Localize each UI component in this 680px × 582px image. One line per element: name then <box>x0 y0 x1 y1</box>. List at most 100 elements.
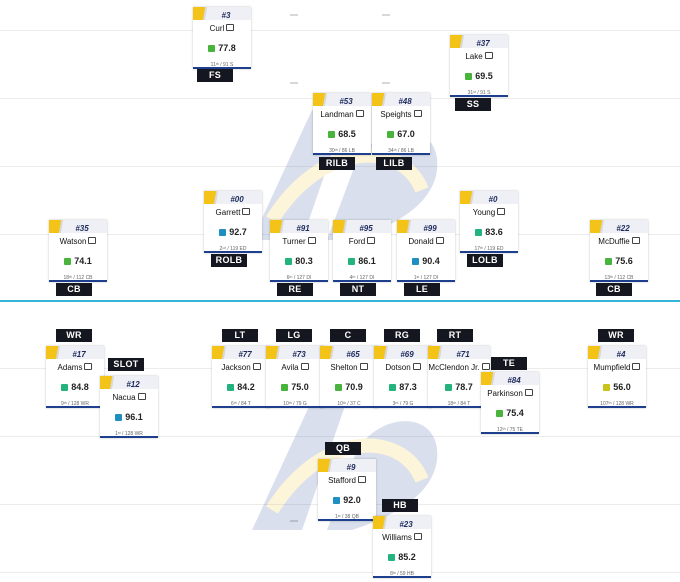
player-grade: 84.8 <box>71 382 89 392</box>
player-grade: 75.0 <box>291 382 309 392</box>
player-card[interactable]: #23 Williams 85.2 8ᵗʰ / 59 HB <box>373 516 431 578</box>
position-label-cb: CB <box>596 283 632 296</box>
note-icon[interactable] <box>435 237 444 244</box>
position-rank: 12ᵗʰ / 75 TE <box>497 427 523 433</box>
player-grade: 70.9 <box>345 382 363 392</box>
note-icon[interactable] <box>413 110 422 117</box>
player-grade: 77.8 <box>218 43 236 53</box>
player-card[interactable]: #69 Dotson 87.3 3ʳᵈ / 79 G <box>374 346 432 408</box>
position-label-c: C <box>330 329 366 342</box>
jersey-number: #69 <box>400 350 414 359</box>
player-name[interactable]: Young <box>472 208 496 217</box>
player-name[interactable]: Avila <box>281 363 299 372</box>
player-name[interactable]: Lake <box>465 52 483 61</box>
note-icon[interactable] <box>412 363 421 370</box>
player-card[interactable]: #35 Watson 74.1 18ᵗʰ / 112 CB <box>49 220 107 282</box>
note-icon[interactable] <box>226 24 235 31</box>
player-grade: 96.1 <box>125 412 143 422</box>
player-grade: 83.6 <box>485 227 503 237</box>
note-icon[interactable] <box>242 208 251 215</box>
note-icon[interactable] <box>359 363 368 370</box>
grade-swatch <box>603 384 611 391</box>
note-icon[interactable] <box>252 363 261 370</box>
note-icon[interactable] <box>497 208 506 215</box>
position-rank: 17ᵗʰ / 119 ED <box>474 246 504 252</box>
player-card[interactable]: #99 Donald 90.4 1ˢᵗ / 127 DI <box>397 220 455 282</box>
player-name[interactable]: Turner <box>282 237 306 246</box>
note-icon[interactable] <box>524 389 533 396</box>
player-name[interactable]: Mumpfield <box>593 363 631 372</box>
hash-mark <box>290 520 298 522</box>
grade-swatch <box>335 384 343 391</box>
player-card[interactable]: #84 Parkinson 75.4 12ᵗʰ / 75 TE <box>481 372 539 434</box>
card-header: #22 <box>590 220 648 233</box>
player-card[interactable]: #00 Garrett 92.7 2ⁿᵈ / 119 ED <box>204 191 262 253</box>
note-icon[interactable] <box>88 237 97 244</box>
player-card[interactable]: #65 Shelton 70.9 10ᵗʰ / 37 C <box>320 346 378 408</box>
player-card[interactable]: #95 Ford 86.1 4ᵗʰ / 127 DI <box>333 220 391 282</box>
note-icon[interactable] <box>357 476 366 483</box>
player-card[interactable]: #37 Lake 69.5 31ˢᵗ / 91 S <box>450 35 508 97</box>
position-label-hb: HB <box>382 499 418 512</box>
player-name[interactable]: Curl <box>209 24 225 33</box>
player-card[interactable]: #22 McDuffie 75.6 13ᵗʰ / 112 CB <box>590 220 648 282</box>
player-card[interactable]: #9 Stafford 92.0 1ˢᵗ / 38 QB <box>318 459 376 521</box>
player-name[interactable]: Dotson <box>385 363 411 372</box>
player-name[interactable]: Donald <box>408 237 434 246</box>
player-card[interactable]: #17 Adams 84.8 9ᵗʰ / 128 WR <box>46 346 104 408</box>
player-card[interactable]: #3 Curl 77.8 11ᵗʰ / 91 S <box>193 7 251 69</box>
position-label-nt: NT <box>340 283 376 296</box>
position-rank: 1ˢᵗ / 38 QB <box>335 514 359 520</box>
hash-mark <box>382 82 390 84</box>
jersey-number: #73 <box>292 350 306 359</box>
player-name[interactable]: Speights <box>380 110 412 119</box>
position-label-qb: QB <box>325 442 361 455</box>
player-name[interactable]: Landman <box>320 110 354 119</box>
note-icon[interactable] <box>84 363 93 370</box>
jersey-number: #99 <box>423 224 437 233</box>
player-name[interactable]: Watson <box>59 237 87 246</box>
player-card[interactable]: #48 Speights 67.0 34ᵗʰ / 86 LB <box>372 93 430 155</box>
player-card[interactable]: #53 Landman 68.5 30ᵗʰ / 86 LB <box>313 93 371 155</box>
position-rank: 18ᵗʰ / 84 T <box>447 401 471 407</box>
position-label-le: LE <box>404 283 440 296</box>
position-label-rolb: ROLB <box>211 254 247 267</box>
player-name[interactable]: Jackson <box>221 363 251 372</box>
player-name[interactable]: Adams <box>57 363 83 372</box>
note-icon[interactable] <box>355 110 364 117</box>
player-card[interactable]: #91 Turner 80.3 6ᵗʰ / 127 DI <box>270 220 328 282</box>
player-card[interactable]: #12 Nacua 96.1 1ˢᵗ / 128 WR <box>100 376 158 438</box>
player-card[interactable]: #77 Jackson 84.2 6ᵗʰ / 84 T <box>212 346 270 408</box>
player-name[interactable]: Parkinson <box>487 389 523 398</box>
note-icon[interactable] <box>367 237 376 244</box>
card-header: #71 <box>428 346 490 359</box>
player-name[interactable]: McDuffie <box>598 237 630 246</box>
card-header: #0 <box>460 191 518 204</box>
player-name[interactable]: Shelton <box>330 363 358 372</box>
player-grade: 75.6 <box>615 256 633 266</box>
note-icon[interactable] <box>300 363 309 370</box>
card-header: #84 <box>481 372 539 385</box>
player-card[interactable]: #0 Young 83.6 17ᵗʰ / 119 ED <box>460 191 518 253</box>
player-name[interactable]: Nacua <box>112 393 136 402</box>
note-icon[interactable] <box>413 533 422 540</box>
note-icon[interactable] <box>137 393 146 400</box>
note-icon[interactable] <box>484 52 493 59</box>
position-rank: 10ᵗʰ / 37 C <box>337 401 361 407</box>
player-grade: 87.3 <box>399 382 417 392</box>
player-grade: 68.5 <box>338 129 356 139</box>
player-name[interactable]: Ford <box>348 237 366 246</box>
note-icon[interactable] <box>631 237 640 244</box>
note-icon[interactable] <box>481 363 490 370</box>
player-card[interactable]: #71 McClendon Jr. 78.7 18ᵗʰ / 84 T <box>428 346 490 408</box>
player-name[interactable]: Williams <box>382 533 412 542</box>
position-label-ss: SS <box>455 98 491 111</box>
note-icon[interactable] <box>632 363 641 370</box>
player-card[interactable]: #73 Avila 75.0 10ᵗʰ / 79 G <box>266 346 324 408</box>
player-name[interactable]: McClendon Jr. <box>428 363 480 372</box>
card-header: #12 <box>100 376 158 389</box>
player-name[interactable]: Garrett <box>215 208 241 217</box>
note-icon[interactable] <box>307 237 316 244</box>
player-name[interactable]: Stafford <box>328 476 356 485</box>
player-card[interactable]: #4 Mumpfield 56.0 107ᵗʰ / 128 WR <box>588 346 646 408</box>
